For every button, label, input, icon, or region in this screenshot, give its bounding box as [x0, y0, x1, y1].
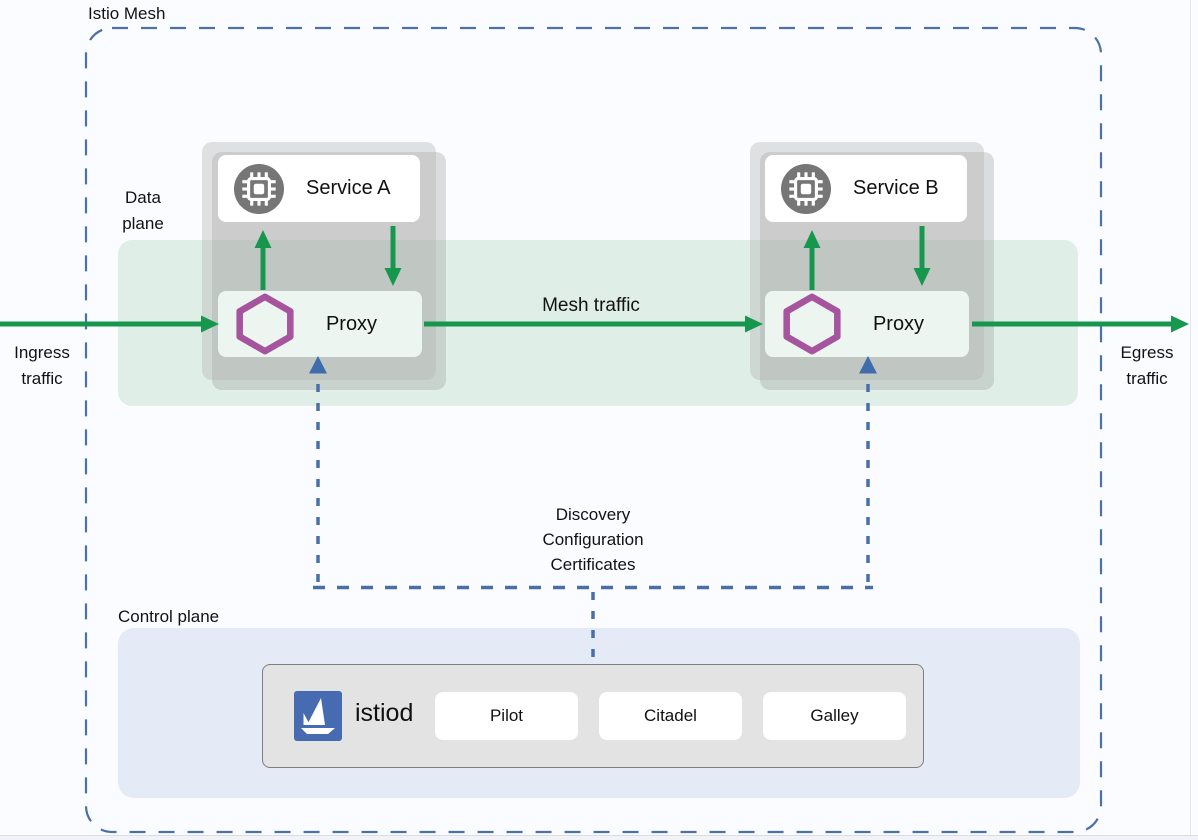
- proxy-b-box: Proxy: [765, 291, 969, 357]
- page-bottom-edge: [0, 835, 1198, 840]
- proxy-a-box: Proxy: [218, 291, 422, 357]
- connector-label-line-3: Certificates: [550, 555, 636, 574]
- service-a-label: Service A: [306, 177, 391, 199]
- egress-arrowhead: [1171, 315, 1189, 333]
- hexagon-outline-icon: [782, 291, 842, 357]
- microchip-icon: [234, 163, 284, 214]
- control-plane-label: Control plane: [118, 607, 220, 626]
- microchip-icon: [781, 163, 831, 214]
- istiod-label: istiod: [355, 699, 414, 727]
- mesh-traffic-label: Mesh traffic: [542, 295, 640, 316]
- component-citadel: Citadel: [599, 692, 742, 740]
- istio-mesh-title: Istio Mesh: [88, 4, 166, 23]
- service-b-label: Service B: [853, 177, 939, 199]
- component-pilot: Pilot: [435, 692, 578, 740]
- istiod-box: istiod Pilot Citadel Galley: [262, 664, 924, 768]
- istio-sailboat-icon: [294, 691, 342, 741]
- proxy-b-label: Proxy: [872, 312, 925, 335]
- proxy-a-label: Proxy: [325, 312, 378, 335]
- ingress-traffic-label: Ingress traffic: [14, 343, 70, 388]
- component-galley: Galley: [763, 692, 906, 740]
- page-right-edge: [1190, 0, 1198, 840]
- connector-label-line-1: Discovery: [555, 505, 631, 524]
- service-b-box: Service B: [765, 155, 967, 222]
- hexagon-outline-icon: [235, 291, 295, 357]
- discovery-configuration-certificates-label: Discovery Configuration Certificates: [512, 502, 674, 577]
- data-plane-label: Data plane: [122, 188, 164, 233]
- egress-traffic-label: Egress traffic: [1120, 343, 1174, 388]
- connector-label-line-2: Configuration: [542, 530, 644, 549]
- service-a-box: Service A: [218, 155, 420, 222]
